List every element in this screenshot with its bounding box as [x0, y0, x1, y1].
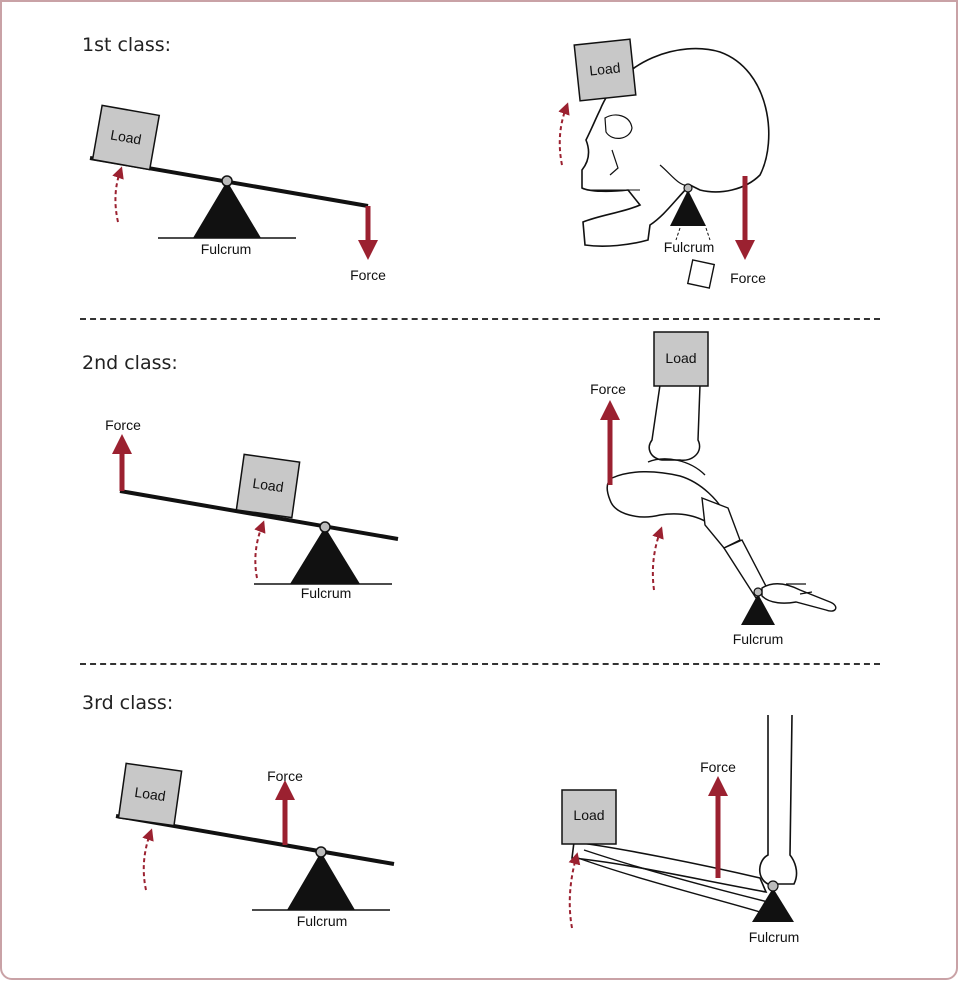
fulcrum-triangle — [193, 181, 261, 238]
section-divider-1 — [80, 318, 880, 320]
svg-text:Fulcrum: Fulcrum — [301, 585, 352, 601]
svg-text:Force: Force — [590, 381, 626, 397]
svg-text:Fulcrum: Fulcrum — [749, 929, 800, 945]
second-class-lever: Load Force Fulcrum — [105, 417, 399, 601]
svg-text:Fulcrum: Fulcrum — [297, 913, 348, 929]
svg-text:Fulcrum: Fulcrum — [664, 239, 715, 255]
svg-text:Fulcrum: Fulcrum — [733, 631, 784, 647]
svg-text:Force: Force — [730, 270, 766, 286]
svg-text:Load: Load — [573, 807, 604, 823]
svg-text:Force: Force — [700, 759, 736, 775]
svg-text:Force: Force — [267, 768, 303, 784]
svg-text:Load: Load — [665, 350, 696, 366]
third-class-lever: Load Force Fulcrum — [115, 762, 395, 929]
first-class-lever: Load Fulcrum Force — [89, 104, 386, 283]
section-title-first-class: 1st class: — [82, 34, 172, 56]
svg-text:Load: Load — [134, 784, 167, 804]
section-divider-2 — [80, 663, 880, 665]
load-box: Load — [91, 104, 161, 171]
first-class-skull-illustration: Load Fulcrum Force — [558, 38, 770, 289]
motion-arrow — [112, 166, 124, 223]
svg-text:Load: Load — [589, 59, 622, 78]
svg-text:Force: Force — [105, 417, 141, 433]
second-class-foot-illustration: Load Force Fulcrum — [590, 331, 837, 647]
svg-text:Load: Load — [109, 126, 142, 147]
svg-text:Load: Load — [252, 475, 285, 495]
fulcrum-label: Fulcrum — [201, 241, 252, 257]
force-label: Force — [350, 267, 386, 283]
section-title-second-class: 2nd class: — [82, 352, 178, 374]
section-title-third-class: 3rd class: — [82, 692, 174, 714]
third-class-arm-illustration: Load Force Fulcrum — [561, 714, 800, 945]
